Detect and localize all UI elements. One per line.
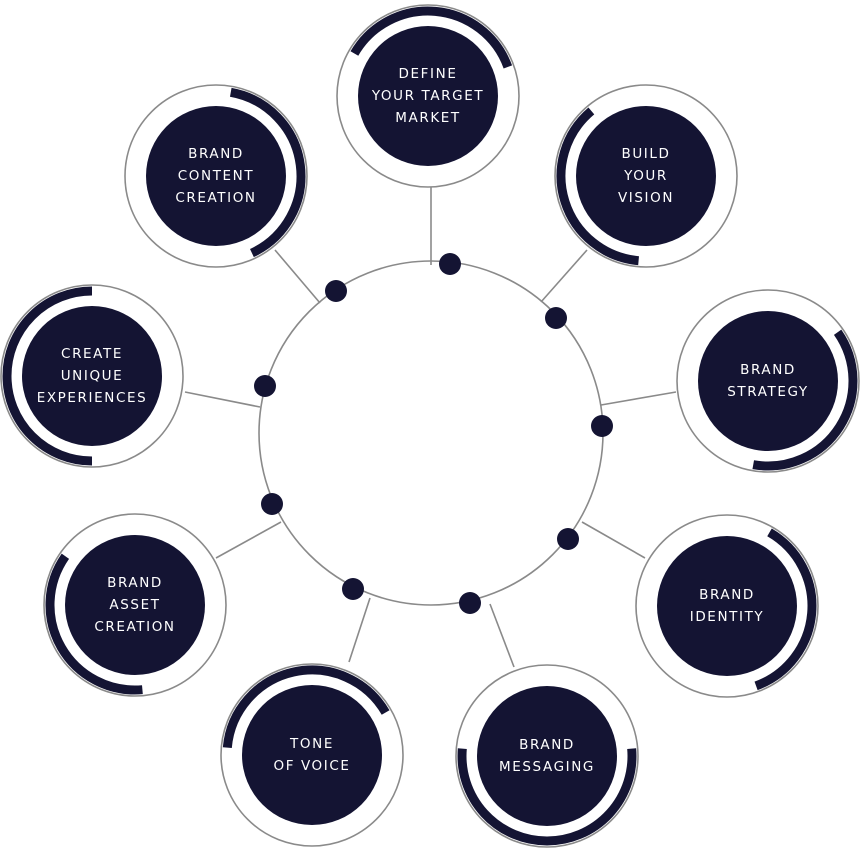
hub-dot-create-unique-experiences xyxy=(254,375,276,397)
hub-dot-brand-asset-creation xyxy=(261,493,283,515)
node-progress-arc xyxy=(222,665,390,748)
node-progress-arc xyxy=(457,748,637,846)
connector-create-unique-experiences xyxy=(184,391,261,408)
node-center xyxy=(698,311,838,451)
hub-dot-tone-of-voice xyxy=(342,578,364,600)
hub-dot-brand-identity xyxy=(557,528,579,550)
connector-brand-strategy xyxy=(600,391,677,406)
node-center xyxy=(576,106,716,246)
node-center xyxy=(22,306,162,446)
node-create-unique-experiences xyxy=(0,284,184,468)
node-center xyxy=(65,535,205,675)
node-center xyxy=(358,26,498,166)
node-center xyxy=(146,106,286,246)
hub-dot-brand-content-creation xyxy=(325,280,347,302)
hub-dot-brand-messaging xyxy=(459,592,481,614)
hub-dot-brand-strategy xyxy=(591,415,613,437)
node-center xyxy=(477,686,617,826)
node-tone-of-voice xyxy=(220,663,404,847)
node-brand-content-creation xyxy=(124,84,308,268)
node-center xyxy=(242,685,382,825)
node-define-your-target-market xyxy=(336,4,520,188)
node-brand-strategy xyxy=(676,289,860,473)
node-progress-arc xyxy=(229,87,306,258)
node-progress-arc xyxy=(45,553,143,695)
node-brand-asset-creation xyxy=(43,513,227,697)
node-progress-arc xyxy=(754,528,817,691)
hub-dot-define-your-target-market xyxy=(439,253,461,275)
node-brand-messaging xyxy=(455,664,639,848)
node-progress-arc xyxy=(752,329,858,471)
connector-brand-messaging xyxy=(489,603,515,668)
node-progress-arc xyxy=(2,286,93,466)
node-progress-arc xyxy=(556,107,639,266)
connector-brand-identity xyxy=(581,521,646,559)
node-brand-identity xyxy=(635,514,819,698)
connector-brand-asset-creation xyxy=(215,521,282,559)
hub-dot-build-your-vision xyxy=(545,307,567,329)
connector-tone-of-voice xyxy=(348,597,371,663)
connector-brand-content-creation xyxy=(274,249,321,304)
node-center xyxy=(657,536,797,676)
connector-build-your-vision xyxy=(540,249,588,303)
node-progress-arc xyxy=(350,6,513,69)
node-build-your-vision xyxy=(554,84,738,268)
